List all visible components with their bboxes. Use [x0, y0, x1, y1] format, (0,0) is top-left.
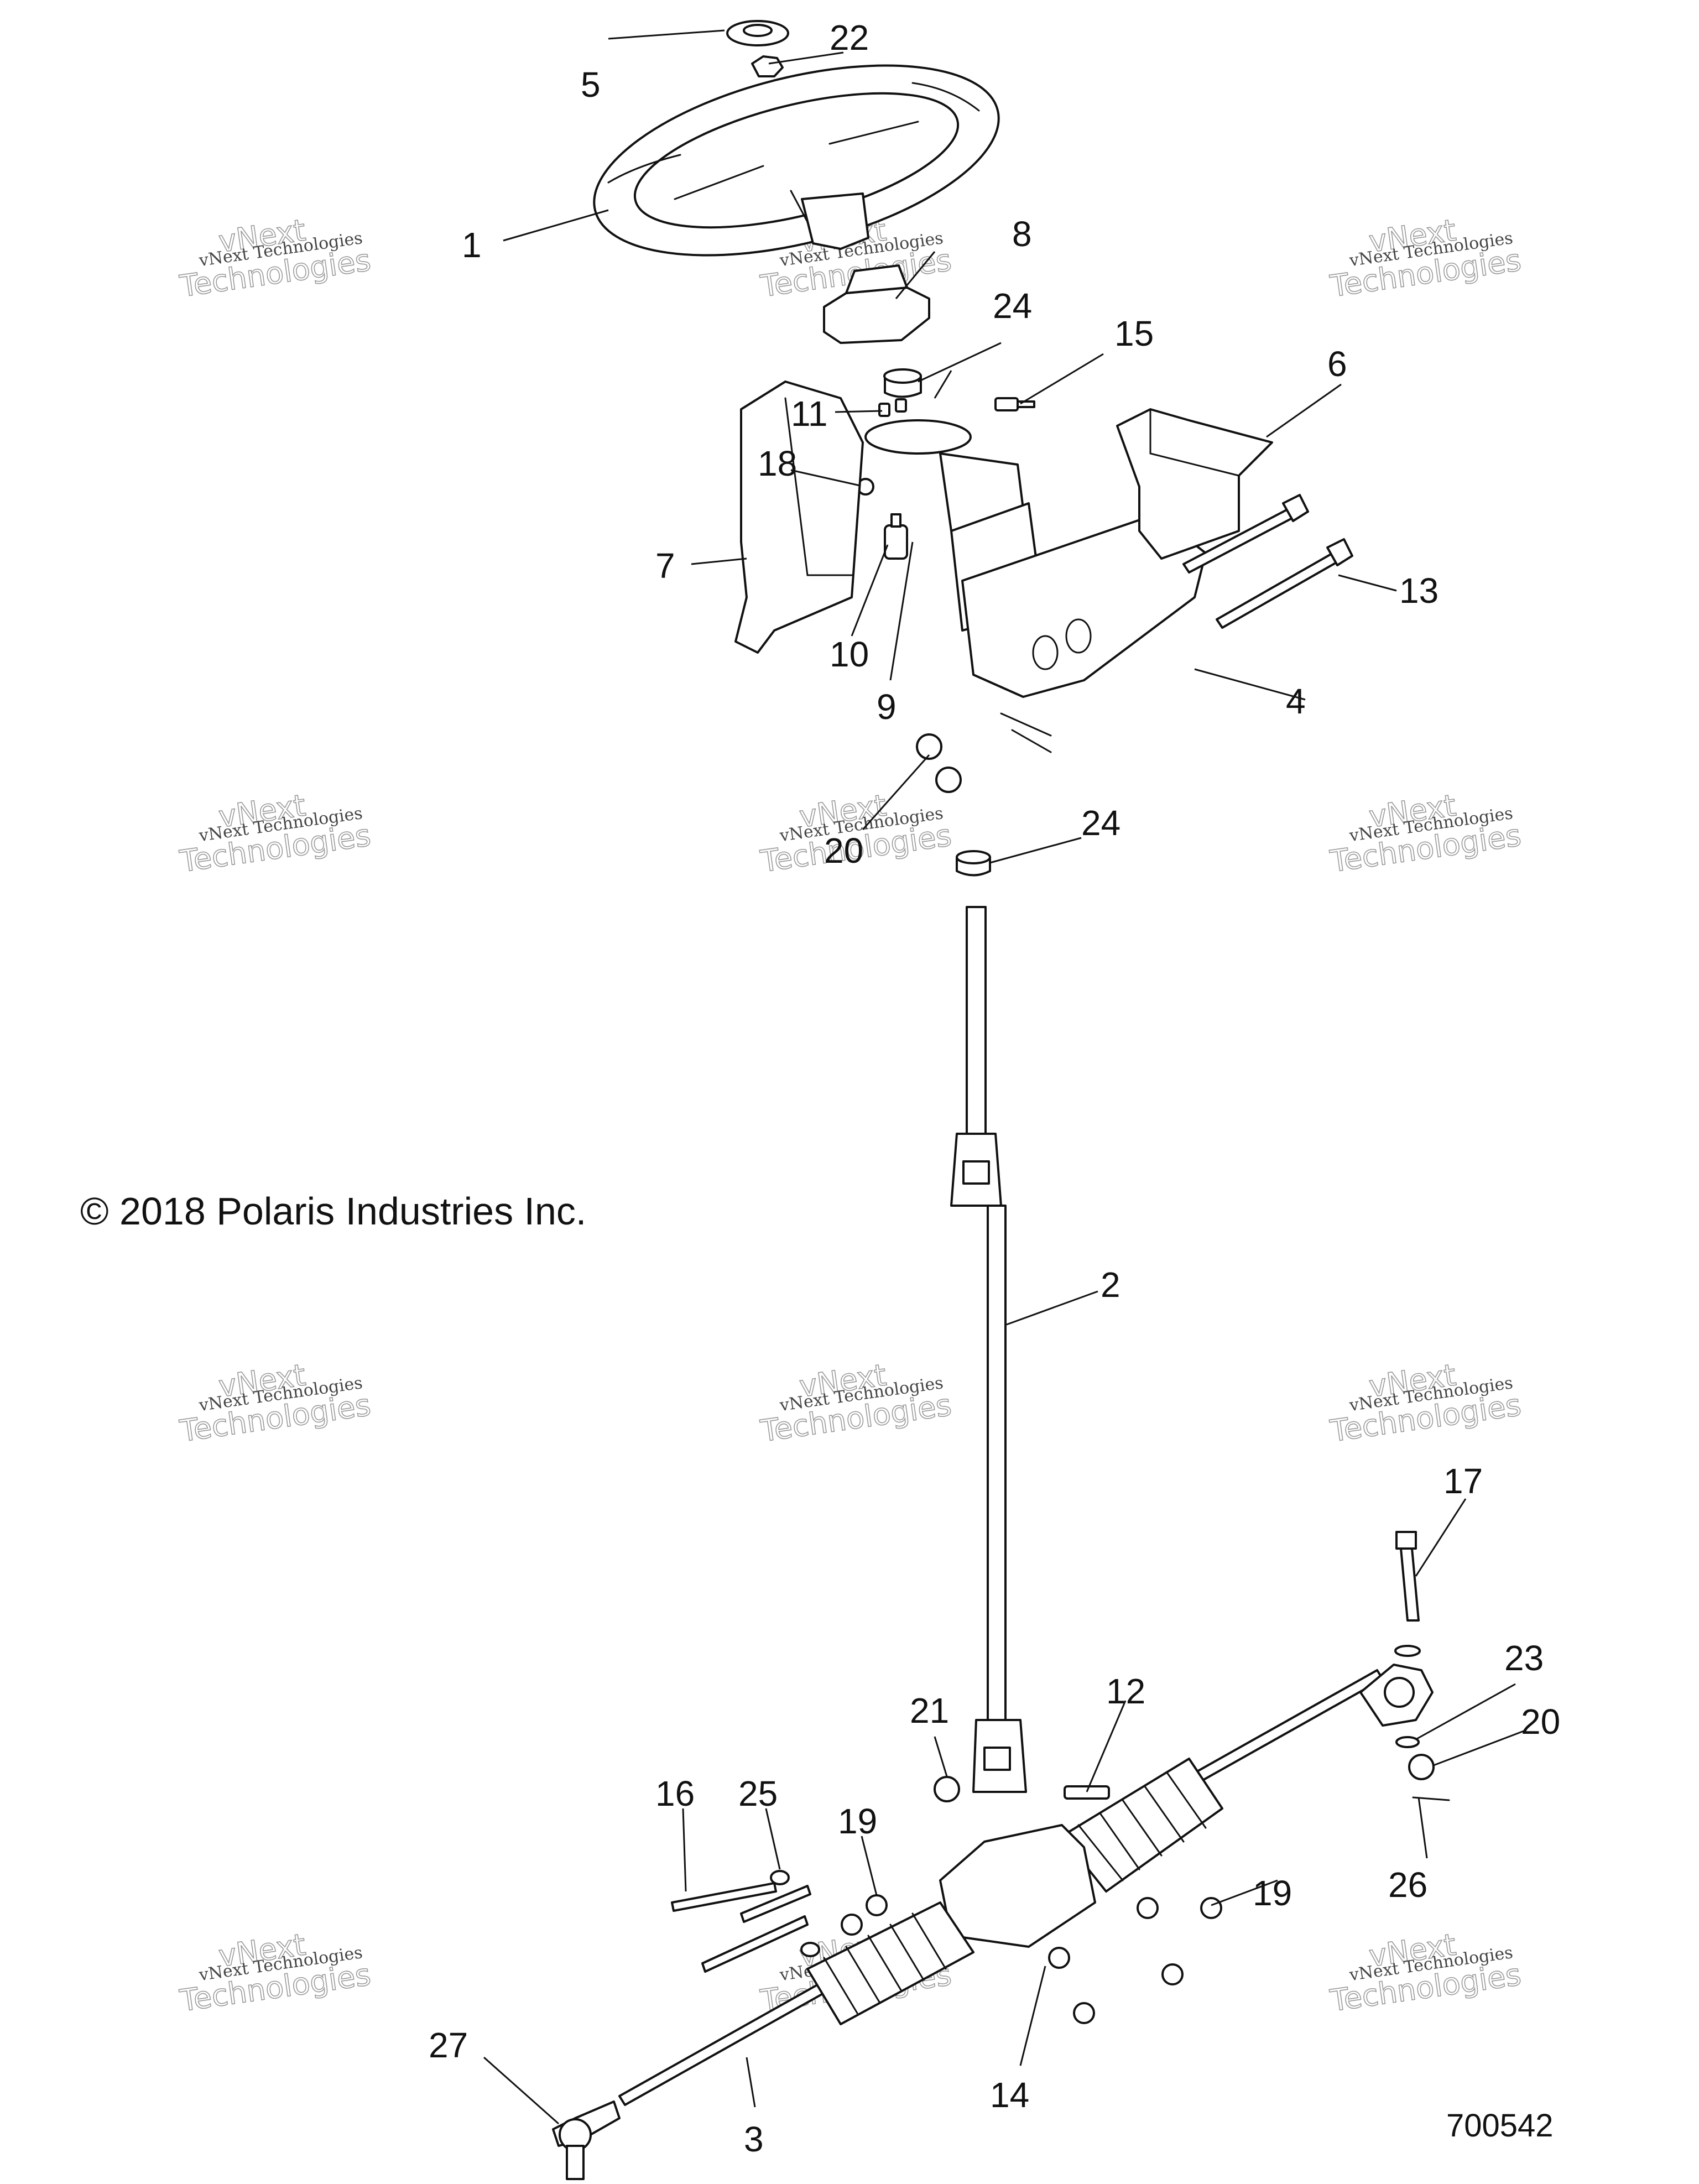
callout-20: 20	[824, 831, 863, 871]
part-11-screws	[878, 398, 907, 417]
callout-23: 23	[1504, 1638, 1544, 1678]
part-7-lower-shroud	[734, 380, 864, 654]
callout-19: 19	[838, 1801, 877, 1841]
callout-22: 22	[830, 18, 869, 58]
callout-7: 7	[655, 546, 675, 586]
part-14-bolts	[1048, 1947, 1095, 2024]
watermark: Technologies vNext vNext Technologies	[177, 1927, 373, 2019]
part-13-bolts	[1182, 494, 1353, 629]
watermark: Technologies vNext vNext Technologies	[177, 788, 373, 880]
callout-25: 25	[738, 1774, 778, 1813]
callout-2: 2	[1101, 1265, 1120, 1305]
part-17-bolt	[1394, 1531, 1421, 1657]
part-5-center-cap	[726, 20, 789, 46]
part-12-bolt	[1064, 1785, 1110, 1800]
part-23-washer	[1395, 1736, 1420, 1748]
watermark: Technologies vNext vNext Technologies	[177, 212, 373, 305]
watermark: Technologies vNext vNext Technologies	[177, 1357, 373, 1450]
callout-17: 17	[1443, 1461, 1483, 1501]
callout-14: 14	[990, 2075, 1029, 2115]
watermark: Technologies vNext vNext Technologies	[1327, 212, 1524, 305]
part-16-bolts	[671, 1882, 811, 1973]
callout-21: 21	[910, 1691, 949, 1730]
callout-3: 3	[744, 2119, 764, 2159]
part-24-upper-bushing	[883, 368, 922, 398]
part-21-nut	[934, 1776, 960, 1802]
part-1-steering-wheel	[593, 64, 1000, 257]
callout-24: 24	[1081, 803, 1120, 843]
callout-27: 27	[429, 2025, 468, 2065]
callout-8: 8	[1012, 214, 1032, 254]
watermark: Technologies vNext vNext Technologies	[1327, 1927, 1524, 2019]
callout-15: 15	[1114, 314, 1154, 353]
callout-19: 19	[1253, 1873, 1292, 1913]
callout-16: 16	[655, 1774, 695, 1813]
watermark: Technologies vNext vNext Technologies	[758, 1357, 954, 1450]
part-20-nut	[1408, 1754, 1435, 1780]
callout-24: 24	[993, 286, 1032, 326]
callout-18: 18	[758, 444, 797, 483]
part-25-washer	[770, 1870, 820, 1957]
callout-10: 10	[830, 634, 869, 674]
drawing-number: 700542	[1446, 2108, 1554, 2144]
part-20-nuts	[916, 733, 962, 793]
callout-4: 4	[1286, 681, 1306, 721]
part-2-steering-shaft	[950, 906, 1027, 1793]
callout-9: 9	[877, 687, 897, 727]
callout-5: 5	[581, 65, 601, 105]
watermark: Technologies vNext vNext Technologies	[1327, 1357, 1524, 1450]
copyright-notice: © 2018 Polaris Industries Inc.	[80, 1190, 587, 1233]
callout-13: 13	[1399, 571, 1439, 611]
callout-1: 1	[462, 225, 482, 265]
part-8-adapter	[823, 264, 930, 344]
part-10-switch	[884, 513, 908, 560]
callout-20: 20	[1521, 1702, 1560, 1742]
callouts: 1 2 3 4 5 6 7 8 9 10 11 12 13 14 15 16 1…	[429, 18, 1560, 2159]
callout-26: 26	[1388, 1865, 1427, 1905]
part-3-steering-rack	[552, 1664, 1434, 2180]
leader-lines	[483, 29, 1524, 2125]
part-24-lower-bushing	[956, 850, 991, 877]
callout-12: 12	[1106, 1671, 1145, 1711]
part-22-nut	[751, 55, 784, 77]
callout-6: 6	[1327, 344, 1347, 384]
part-15-screw	[994, 397, 1035, 411]
callout-11: 11	[791, 394, 827, 434]
watermark: Technologies vNext vNext Technologies	[1327, 788, 1524, 880]
part-6-upper-shroud	[1116, 408, 1273, 560]
